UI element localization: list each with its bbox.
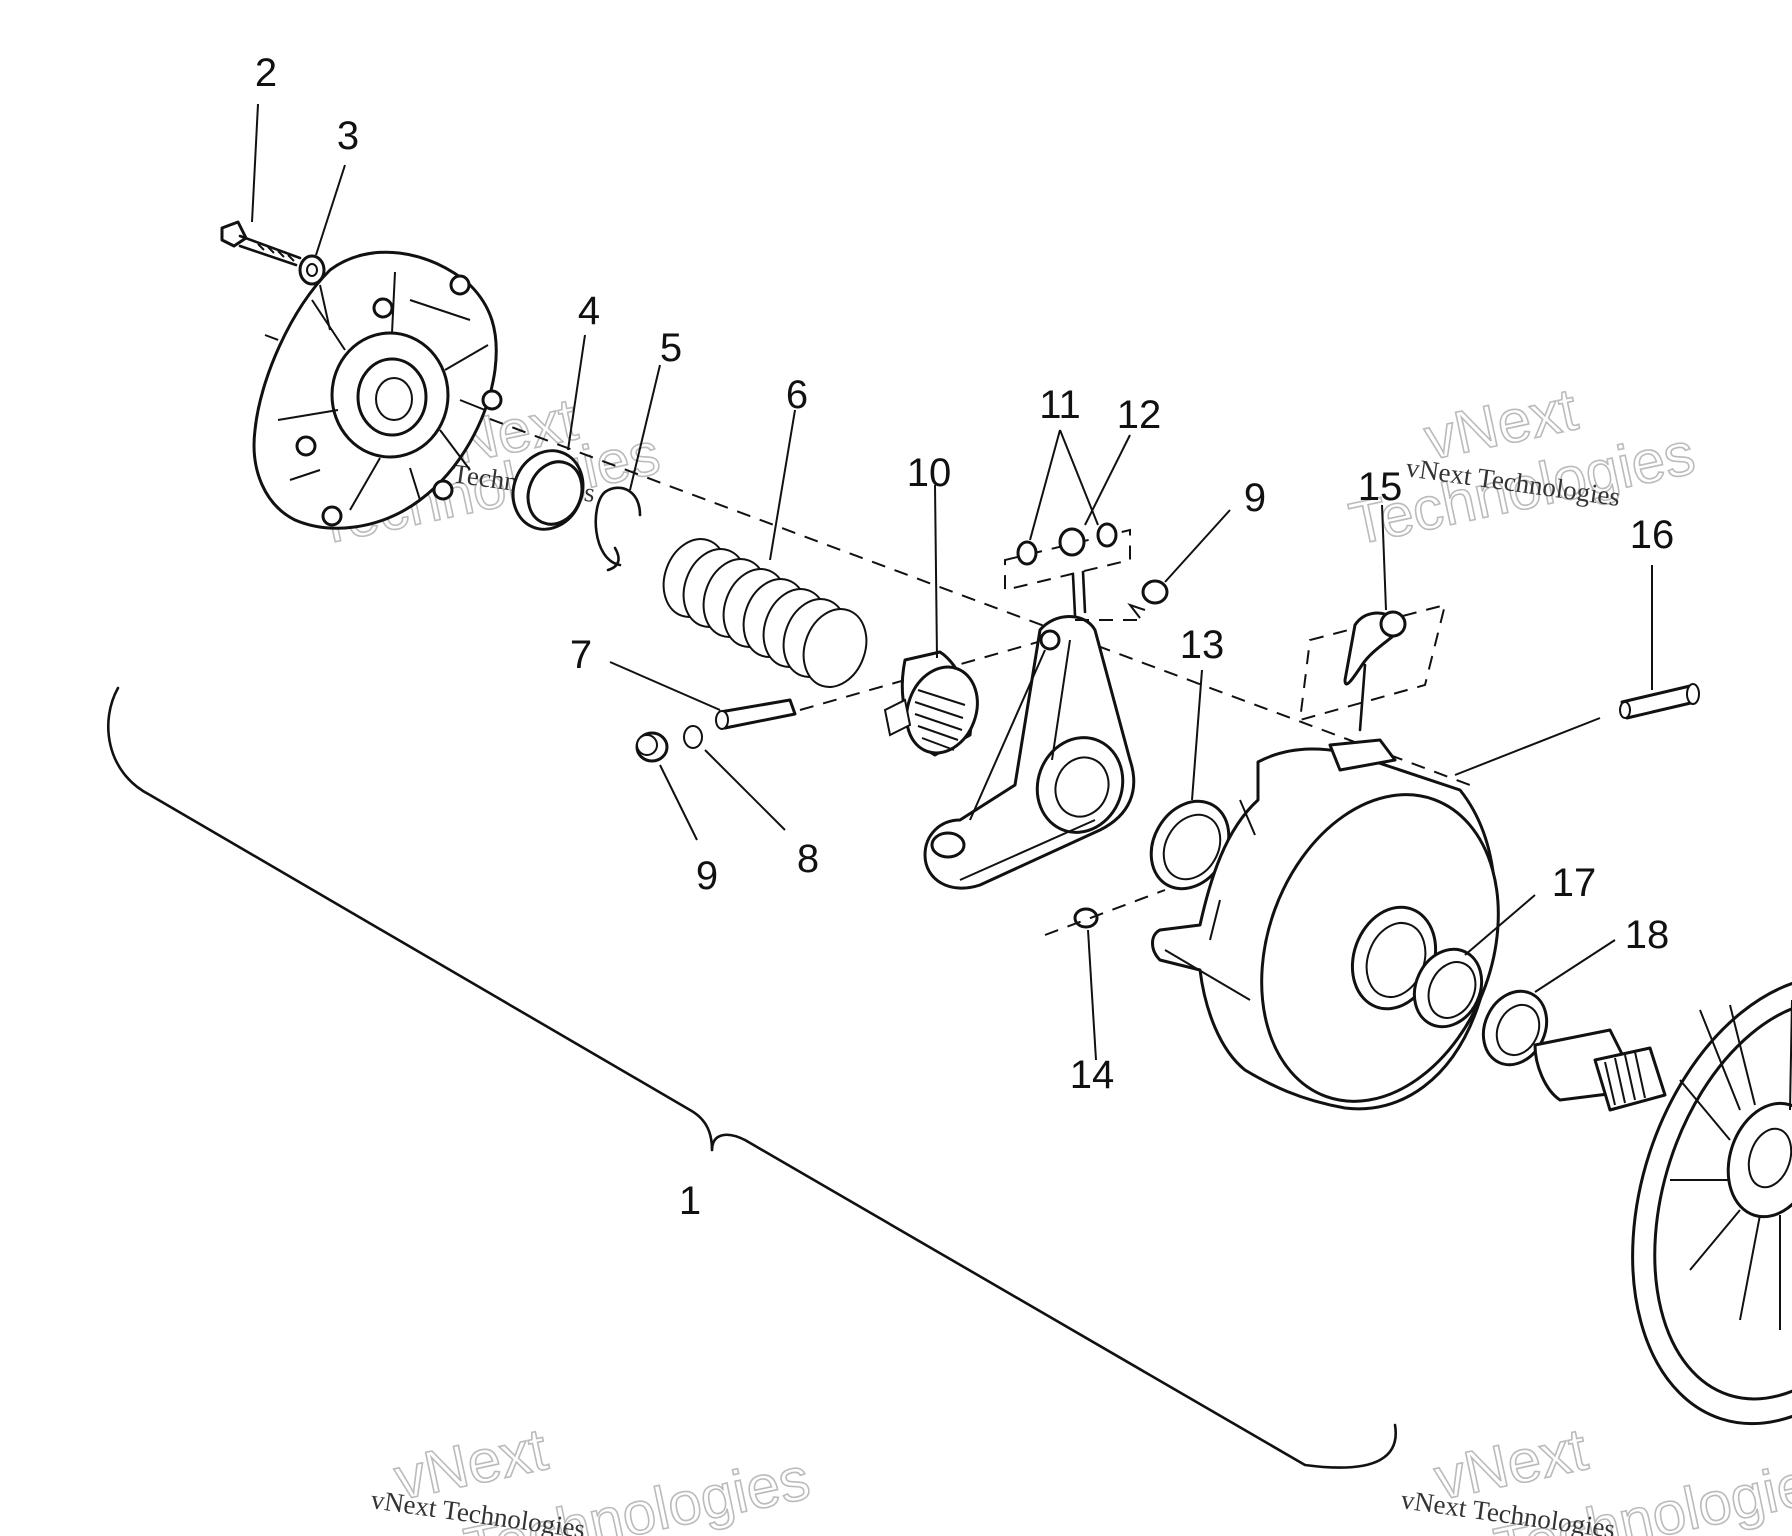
bushing-part (511, 449, 585, 531)
leader-15 (1381, 504, 1387, 611)
washer-part (298, 254, 326, 286)
callout-11: 11 (1039, 383, 1081, 427)
leader-6 (769, 409, 796, 561)
set-screw-axis (1044, 889, 1166, 936)
set-screw-part (1073, 907, 1099, 929)
moveable-sheave-part (1151, 738, 1500, 1111)
callout-18: 18 (1625, 913, 1670, 957)
leader-3 (315, 164, 346, 256)
snap-ring-part (594, 486, 642, 572)
bolt-part (220, 220, 302, 267)
roller-part (883, 650, 979, 757)
leader-14 (1087, 929, 1097, 1061)
watermark-bottom-right: vNext Technologies vNext Technologies (1399, 1414, 1792, 1536)
callout-12: 12 (1117, 393, 1162, 437)
callout-7: 7 (570, 633, 592, 677)
button-part (635, 731, 669, 763)
leader-18 (1534, 939, 1616, 993)
callout-16: 16 (1630, 513, 1675, 557)
leader-9a (659, 764, 698, 841)
sheave-washer-part (1481, 989, 1549, 1067)
callout-8: 8 (797, 837, 819, 881)
spring-part (662, 538, 868, 688)
leader-10 (934, 484, 938, 659)
break-mark (1127, 603, 1146, 619)
pin-right-part (1619, 683, 1700, 720)
watermark-bottom-left: vNext Technologies vNext Technologies (369, 1414, 816, 1536)
callout-17: 17 (1552, 861, 1597, 905)
cover-plate-part (252, 250, 503, 530)
button-part-right (1141, 579, 1169, 605)
callout-15: 15 (1358, 465, 1403, 509)
leader-8 (704, 749, 786, 831)
leader-12 (1084, 434, 1131, 526)
callout-2: 2 (255, 51, 277, 95)
pin-part (715, 698, 797, 730)
leader-5 (629, 364, 661, 491)
small-washer-part (683, 725, 703, 749)
callout-14: 14 (1070, 1053, 1115, 1097)
roller-arm-part (923, 615, 1136, 890)
callout-3: 3 (337, 114, 359, 158)
callout-6: 6 (786, 373, 808, 417)
centerline-extension (1454, 717, 1601, 776)
callout-9-left: 9 (696, 854, 718, 898)
clip-bracket-part (1298, 603, 1447, 732)
callout-4: 4 (578, 289, 600, 333)
ring-part (1149, 799, 1231, 891)
leader-4 (567, 334, 586, 451)
callout-10: 10 (907, 451, 952, 495)
callout-13: 13 (1180, 623, 1225, 667)
assembly-brace (106, 686, 1398, 1469)
leader-7 (609, 661, 721, 711)
leader-2 (251, 103, 259, 223)
callout-5: 5 (660, 326, 682, 370)
shim-bracket-part (1004, 522, 1131, 617)
leader-13 (1191, 669, 1203, 801)
fixed-sheave-part (1533, 974, 1792, 1426)
leader-9b (1164, 509, 1231, 583)
callout-1: 1 (679, 1179, 701, 1223)
sheave-bushing-part (1412, 947, 1484, 1029)
leader-11a (1029, 429, 1061, 541)
callout-9-right: 9 (1244, 476, 1266, 520)
leader-11b (1059, 429, 1099, 526)
leader-17 (1464, 894, 1536, 956)
